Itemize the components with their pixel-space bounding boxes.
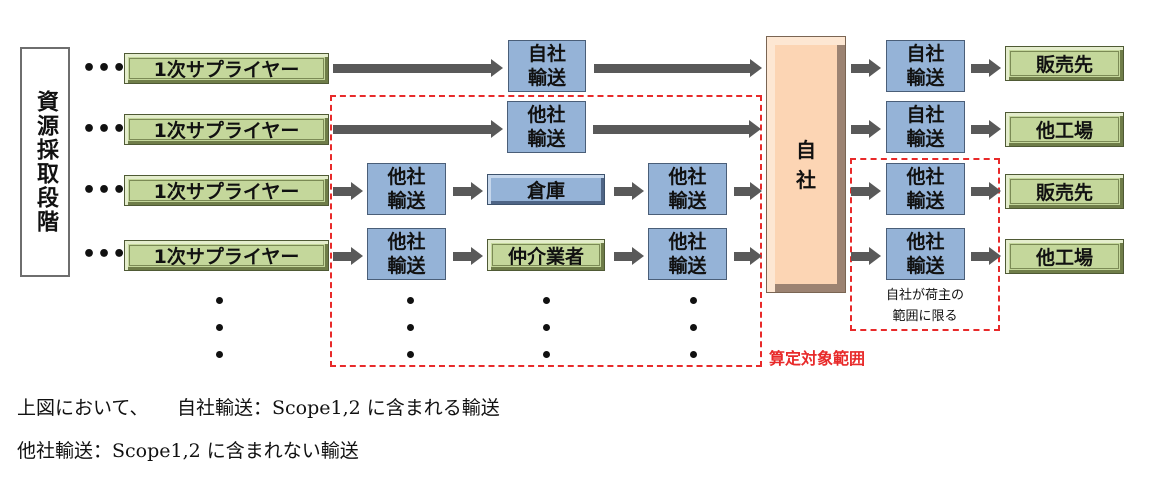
arrow-right-icon: [971, 120, 1001, 138]
arrow-right-icon: [593, 120, 761, 138]
shipper-scope-note: 自社が荷主の 範囲に限る: [855, 285, 995, 327]
calculation-scope-label: 算定対象範囲: [769, 349, 866, 368]
arrow-right-icon: [734, 247, 762, 265]
own-transport-box-downstream-row1: 自社 輸送: [886, 40, 965, 92]
ellipsis-dot: [543, 324, 550, 331]
ellipsis-dot: [407, 324, 414, 331]
supplier-box-row4: 1次サプライヤー: [124, 240, 329, 271]
arrow-right-icon: [851, 120, 881, 138]
transport-label-line2: 輸送: [668, 190, 707, 212]
transport-label-line1: 他社: [906, 231, 945, 253]
warehouse-box: 倉庫: [487, 174, 605, 205]
warehouse-label: 倉庫: [526, 180, 565, 202]
arrow-right-icon: [971, 59, 1001, 77]
continuation-dots-row2: •••: [82, 117, 128, 142]
caption-line1: 上図において、 自社輸送：Scope1,2 に含まれる輸送: [17, 397, 500, 419]
other-transport-box-downstream-row4: 他社 輸送: [886, 228, 965, 280]
own-company-box: 自 社: [766, 36, 846, 293]
continuation-dots-row3: •••: [82, 178, 128, 203]
own-transport-box-downstream-row2: 自社 輸送: [886, 101, 965, 153]
ellipsis-dot: [216, 297, 223, 304]
supplier-box-row2: 1次サプライヤー: [124, 114, 329, 145]
ellipsis-dot: [543, 351, 550, 358]
destination-label: 販売先: [1035, 54, 1093, 76]
other-transport-box-row4-left: 他社 輸送: [367, 228, 446, 280]
continuation-dots-row4: •••: [82, 242, 128, 267]
ellipsis-dot: [407, 351, 414, 358]
transport-label-line1: 他社: [387, 231, 426, 253]
destination-box-row2: 他工場: [1005, 112, 1124, 147]
company-label-line1: 自: [796, 137, 816, 162]
transport-label-line2: 輸送: [906, 67, 945, 89]
shipper-scope-boundary: [850, 158, 1000, 331]
transport-label-line1: 他社: [387, 166, 426, 188]
broker-box: 仲介業者: [487, 239, 605, 271]
caption-line2: 他社輸送：Scope1,2 に含まれない輸送: [17, 440, 359, 462]
shipper-note-line1: 自社が荷主の: [885, 288, 964, 303]
transport-label-line1: 自社: [906, 43, 945, 65]
transport-label-line2: 輸送: [527, 128, 566, 150]
transport-label-line2: 輸送: [668, 255, 707, 277]
destination-box-row3: 販売先: [1005, 174, 1124, 209]
destination-label: 他工場: [1035, 120, 1093, 142]
supplier-label: 1次サプライヤー: [153, 59, 300, 81]
ellipsis-dot: [690, 324, 697, 331]
transport-label-line1: 他社: [906, 166, 945, 188]
resource-extraction-stage-box: 資源採取段階: [20, 47, 70, 277]
arrow-right-icon: [971, 247, 1001, 265]
ellipsis-dot: [690, 351, 697, 358]
ellipsis-dot: [407, 297, 414, 304]
supplier-box-row3: 1次サプライヤー: [124, 175, 329, 206]
arrow-right-icon: [971, 182, 1001, 200]
transport-label-line2: 輸送: [387, 190, 426, 212]
destination-label: 他工場: [1035, 247, 1093, 269]
supplier-label: 1次サプライヤー: [153, 120, 300, 142]
destination-box-row4: 他工場: [1005, 239, 1124, 274]
ellipsis-dot: [216, 324, 223, 331]
supplier-label: 1次サプライヤー: [153, 181, 300, 203]
arrow-right-icon: [333, 182, 363, 200]
calculation-scope-boundary: [330, 95, 762, 367]
other-transport-box-row2: 他社 輸送: [507, 101, 586, 153]
arrow-right-icon: [594, 59, 762, 77]
transport-label-line1: 他社: [527, 104, 566, 126]
transport-label-line1: 自社: [527, 43, 566, 65]
transport-label-line2: 輸送: [906, 128, 945, 150]
shipper-note-line2: 範囲に限る: [892, 309, 958, 324]
transport-label-line2: 輸送: [527, 67, 566, 89]
transport-label-line2: 輸送: [387, 255, 426, 277]
other-transport-box-row3-left: 他社 輸送: [367, 163, 446, 215]
broker-label: 仲介業者: [507, 245, 584, 268]
ellipsis-dot: [216, 351, 223, 358]
arrow-right-icon: [614, 182, 644, 200]
ellipsis-dot: [543, 297, 550, 304]
other-transport-box-row4-right: 他社 輸送: [648, 228, 727, 280]
continuation-dots-row1: •••: [82, 56, 128, 81]
arrow-right-icon: [614, 247, 644, 265]
transport-label-line2: 輸送: [906, 190, 945, 212]
arrow-right-icon: [333, 247, 363, 265]
transport-label-line1: 他社: [668, 231, 707, 253]
company-label-line2: 社: [796, 167, 816, 192]
ellipsis-dot: [690, 297, 697, 304]
arrow-right-icon: [333, 120, 503, 138]
own-transport-box-row1: 自社 輸送: [508, 40, 586, 92]
other-transport-box-row3-right: 他社 輸送: [648, 163, 727, 215]
other-transport-box-downstream-row3: 他社 輸送: [886, 163, 965, 215]
arrow-right-icon: [851, 59, 881, 77]
arrow-right-icon: [734, 182, 762, 200]
transport-label-line1: 自社: [906, 104, 945, 126]
arrow-right-icon: [453, 182, 483, 200]
transport-label-line1: 他社: [668, 166, 707, 188]
arrow-right-icon: [453, 247, 483, 265]
arrow-right-icon: [851, 247, 881, 265]
destination-label: 販売先: [1035, 182, 1093, 204]
arrow-right-icon: [333, 59, 503, 77]
destination-box-row1: 販売先: [1005, 46, 1124, 81]
supplier-label: 1次サプライヤー: [153, 246, 300, 268]
arrow-right-icon: [851, 182, 881, 200]
supplier-box-row1: 1次サプライヤー: [124, 53, 329, 84]
stage-label: 資源採取段階: [33, 90, 58, 234]
transport-label-line2: 輸送: [906, 255, 945, 277]
